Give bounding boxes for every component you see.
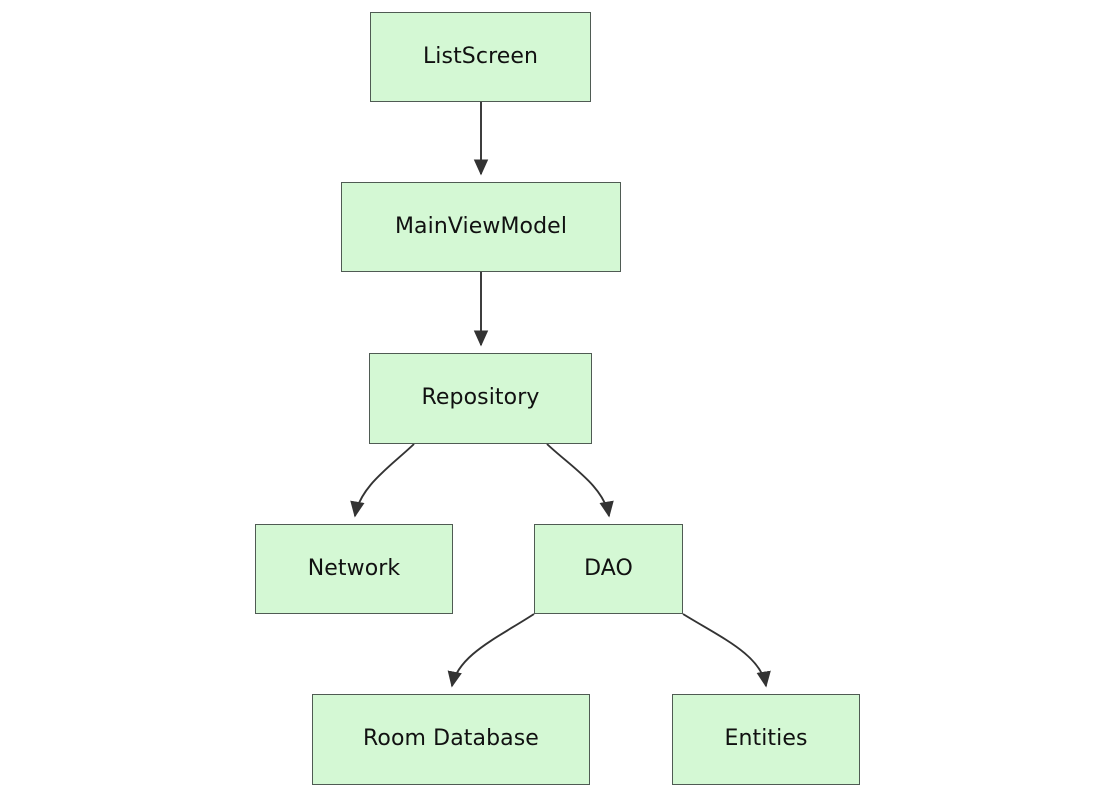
node-label-listscreen: ListScreen xyxy=(422,43,539,69)
node-label-entities: Entities xyxy=(724,726,808,752)
node-label-repository: Repository xyxy=(421,385,540,411)
node-roomdatabase[interactable]: Room Database xyxy=(312,694,590,785)
edge-dao-roomdatabase xyxy=(447,613,535,688)
node-label-roomdatabase: Room Database xyxy=(363,726,539,752)
node-repository[interactable]: Repository xyxy=(369,353,592,444)
node-dao[interactable]: DAO xyxy=(534,524,683,614)
node-network[interactable]: Network xyxy=(255,524,453,614)
edge-dao-entities xyxy=(682,613,771,688)
edge-repository-network xyxy=(350,443,415,518)
node-entities[interactable]: Entities xyxy=(672,694,860,785)
node-label-dao: DAO xyxy=(584,555,633,581)
node-label-mainviewmodel: MainViewModel xyxy=(394,213,568,239)
node-mainviewmodel[interactable]: MainViewModel xyxy=(341,182,621,272)
edge-repository-dao xyxy=(546,443,614,518)
node-label-network: Network xyxy=(307,555,401,581)
node-listscreen[interactable]: ListScreen xyxy=(370,12,591,102)
